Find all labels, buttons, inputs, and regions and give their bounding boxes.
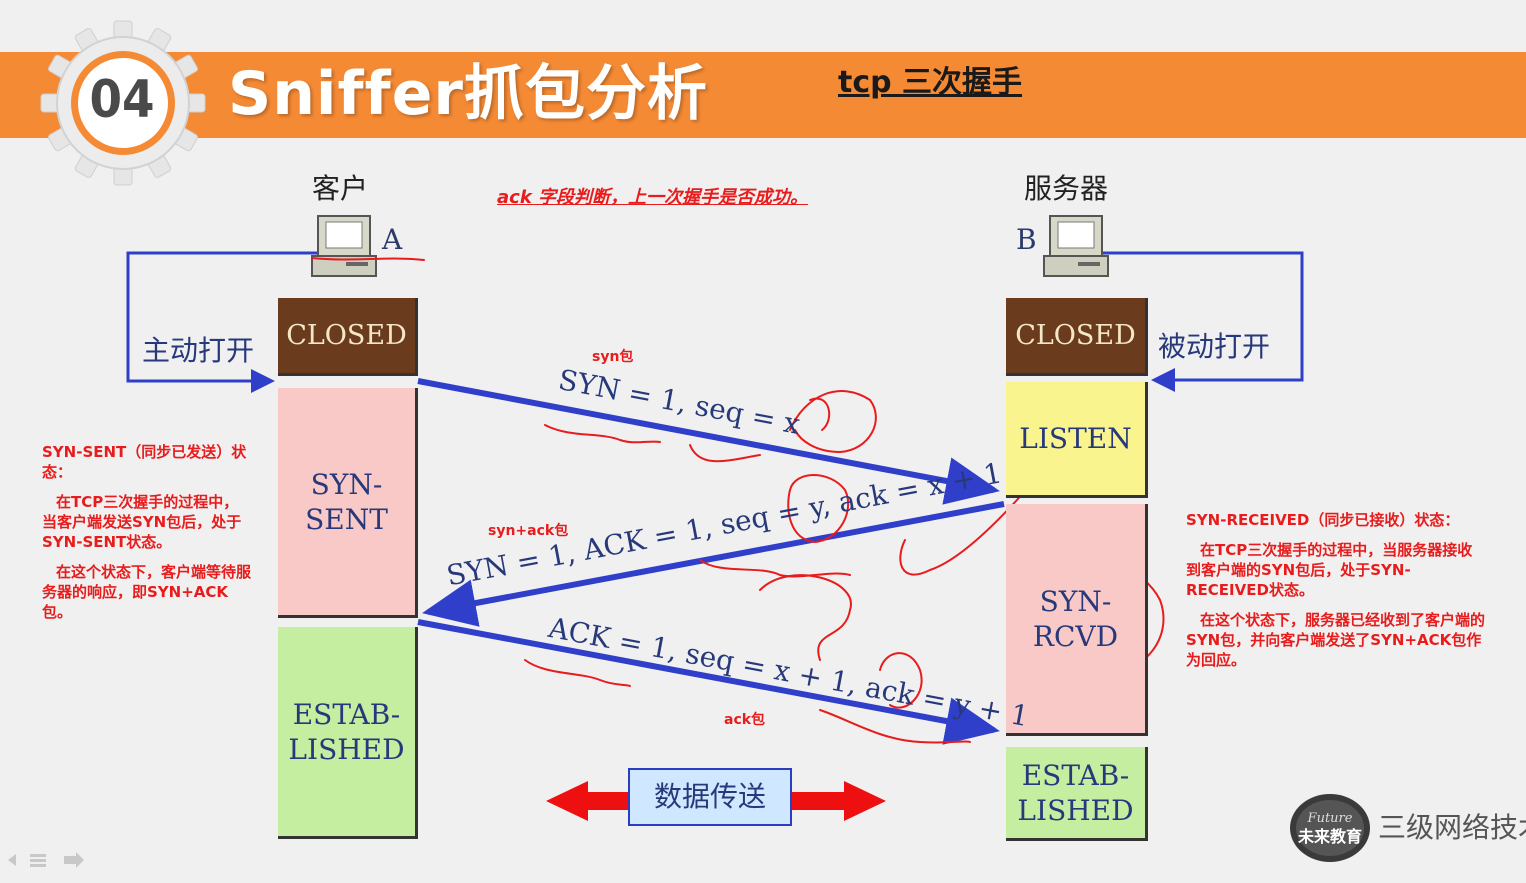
future-education-logo-icon: Future 未来教育 [1290,794,1370,862]
server-open-loop [1100,251,1304,392]
ack-arrow [417,619,1000,745]
prev-slide-icon [8,854,16,866]
client-computer-icon [311,215,377,277]
passive-open-label: 被动打开 [1158,330,1271,363]
brand-text: 三级网络技术 [1378,811,1526,844]
syn-packet-note: syn包 [592,349,634,365]
next-slide-icon [64,852,84,868]
client-label: 客户 [312,172,369,205]
header-banner [0,52,1526,138]
syn-sent-note: SYN-SENT（同步已发送）状态： 在TCP三次握手的过程中，当客户端发送SY… [42,442,252,622]
server-state-syn-rcvd: SYN- RCVD [1006,504,1148,736]
syn-sent-note-title: SYN-SENT（同步已发送）状态： [42,443,247,481]
gear-badge-icon [40,20,206,186]
page-title: Sniffer抓包分析 [228,59,708,129]
client-state-established: ESTAB- LISHED [278,627,418,839]
ack-field-note: ack 字段判断，上一次握手是否成功。 [497,187,809,208]
client-state-closed: CLOSED [278,298,418,376]
syn-received-note-detail: 在这个状态下，服务器已经收到了客户端的SYN包，并向客户端发送了SYN+ACK包… [1186,611,1486,669]
server-state-listen: LISTEN [1006,382,1148,498]
data-arrow-left [546,781,630,821]
client-letter: A [382,223,403,256]
server-state-established: ESTAB- LISHED [1006,747,1148,841]
syn-sent-note-body: 在TCP三次握手的过程中，当客户端发送SYN包后，处于SYN-SENT状态。 [42,493,242,551]
logo-script: Future [1307,811,1353,826]
syn-arrow [417,378,1000,505]
syn-sent-note-detail: 在这个状态下，客户端等待服务器的响应，即SYN+ACK包。 [42,563,252,621]
ack-packet-note: ack包 [724,712,766,728]
menu-icon [30,854,46,857]
syn-received-note-body: 在TCP三次握手的过程中，当服务器接收到客户端的SYN包后，处于SYN-RECE… [1186,541,1473,599]
syn-received-note-title: SYN-RECEIVED（同步已接收）状态： [1186,511,1460,529]
server-label: 服务器 [1024,172,1109,205]
section-number: 04 [89,70,155,130]
server-letter: B [1016,223,1037,256]
client-state-syn-sent: SYN- SENT [278,388,418,618]
page-subtitle: tcp 三次握手 [838,65,1023,100]
client-open-loop [126,251,318,393]
data-transfer-box: 数据传送 [628,768,792,826]
slide-nav-icons[interactable] [4,848,90,872]
active-open-label: 主动打开 [142,334,255,367]
synack-arrow [422,501,1005,627]
data-arrow-right [790,781,886,821]
synack-packet-note: syn+ack包 [488,523,569,539]
server-state-closed: CLOSED [1006,298,1148,376]
logo-text: 未来教育 [1297,827,1362,846]
syn-received-note: SYN-RECEIVED（同步已接收）状态： 在TCP三次握手的过程中，当服务器… [1186,510,1486,670]
server-computer-icon [1043,215,1109,277]
